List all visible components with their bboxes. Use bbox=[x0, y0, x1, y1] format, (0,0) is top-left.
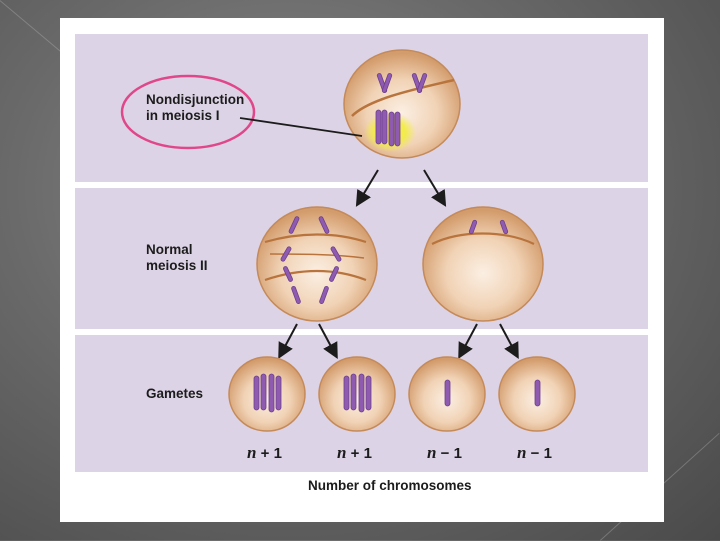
gamete-count-label: n + 1 bbox=[247, 443, 282, 463]
arrow bbox=[462, 324, 477, 352]
gamete-cell bbox=[229, 357, 305, 431]
gamete-count-label: n − 1 bbox=[427, 443, 462, 463]
pointer-line bbox=[240, 118, 362, 136]
gamete-cell bbox=[319, 357, 395, 431]
gamete-count-label: n − 1 bbox=[517, 443, 552, 463]
gametes-label: Gametes bbox=[146, 386, 203, 402]
gamete-cell bbox=[499, 357, 575, 431]
meiosis-two-cell-left bbox=[257, 207, 377, 321]
gamete-cell bbox=[409, 357, 485, 431]
meiosis-two-cell-right bbox=[423, 207, 543, 321]
arrow bbox=[282, 324, 297, 352]
meiosis-one-cell bbox=[344, 50, 460, 158]
arrow bbox=[500, 324, 515, 352]
arrow bbox=[360, 170, 378, 200]
chromosome-count-axis-label: Number of chromosomes bbox=[308, 478, 472, 493]
arrow bbox=[424, 170, 442, 200]
gamete-count-label: n + 1 bbox=[337, 443, 372, 463]
arrow bbox=[319, 324, 334, 352]
